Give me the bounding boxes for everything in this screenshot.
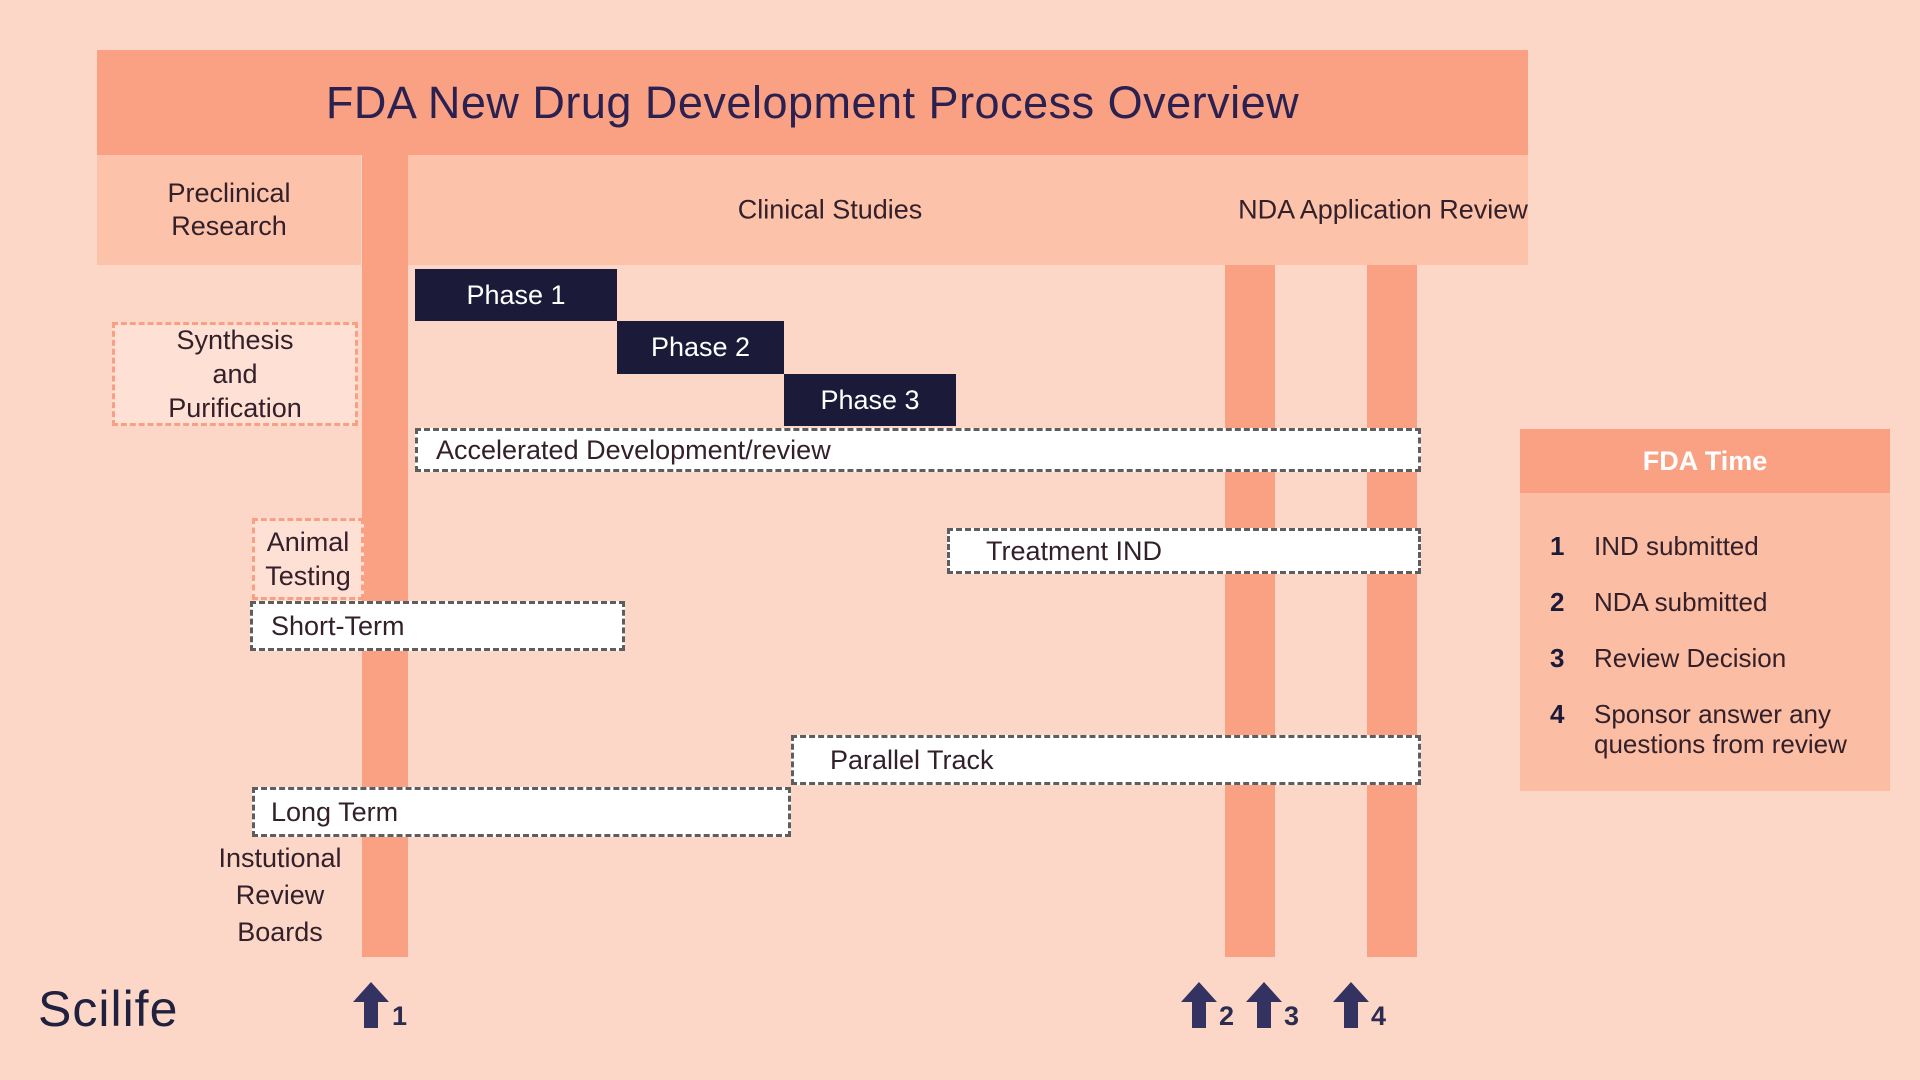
legend-item: 4 Sponsor answer any questions from revi…: [1550, 699, 1866, 759]
timeline-bar-3: [1367, 265, 1417, 957]
legend-body: 1 IND submitted 2 NDA submitted 3 Review…: [1520, 493, 1890, 791]
column-header-band: Clinical Studies NDA Application Review: [408, 155, 1528, 265]
parallel-track-box: Parallel Track: [791, 735, 1421, 785]
up-arrow-icon: [1246, 982, 1282, 1028]
marker-number-4: 4: [1371, 1001, 1387, 1031]
up-arrow-icon: [353, 982, 389, 1028]
synthesis-purification-box: Synthesis and Purification: [112, 322, 358, 426]
animal-testing-label: Animal Testing: [265, 527, 351, 591]
legend-item-number: 4: [1550, 699, 1565, 729]
up-arrow-head: [353, 982, 389, 1002]
marker-number-1: 1: [392, 1001, 408, 1031]
phase-3-box: Phase 3: [784, 374, 956, 426]
up-arrow-stem: [1192, 1000, 1206, 1028]
marker-number-2: 2: [1219, 1001, 1235, 1031]
phase-1-box: Phase 1: [415, 269, 617, 321]
legend-item-number: 3: [1550, 643, 1565, 673]
legend-item-label: NDA submitted: [1594, 587, 1768, 617]
long-term-box: Long Term: [252, 787, 791, 837]
legend-item-label: IND submitted: [1594, 531, 1759, 561]
accelerated-development-box: Accelerated Development/review: [415, 428, 1421, 472]
treatment-ind-box: Treatment IND: [947, 528, 1421, 574]
legend-item: 1 IND submitted: [1550, 531, 1866, 561]
up-arrow-head: [1333, 982, 1369, 1002]
synthesis-purification-label: Synthesis and Purification: [168, 325, 302, 423]
timeline-bar-2: [1225, 265, 1275, 957]
short-term-box: Short-Term: [250, 601, 625, 651]
legend-item-number: 1: [1550, 531, 1565, 561]
column-header-preclinical: Preclinical Research: [97, 155, 361, 265]
up-arrow-icon: [1181, 982, 1217, 1028]
up-arrow-stem: [1344, 1000, 1358, 1028]
legend-item-number: 2: [1550, 587, 1565, 617]
up-arrow-head: [1181, 982, 1217, 1002]
phase-2-box: Phase 2: [617, 321, 784, 374]
up-arrow-stem: [364, 1000, 378, 1028]
up-arrow-stem: [1257, 1000, 1271, 1028]
column-header-clinical-label: Clinical Studies: [737, 194, 923, 225]
animal-testing-box: Animal Testing: [252, 518, 364, 600]
page-title: FDA New Drug Development Process Overvie…: [325, 76, 1300, 128]
up-arrow-head: [1246, 982, 1282, 1002]
marker-number-3: 3: [1284, 1001, 1300, 1031]
legend-item-label: Sponsor answer any questions from review: [1594, 699, 1847, 759]
column-header-nda-label: NDA Application Review: [1238, 194, 1528, 225]
legend-item: 2 NDA submitted: [1550, 587, 1866, 617]
scilife-logo: Scilife: [38, 981, 179, 1037]
legend-item-label: Review Decision: [1594, 643, 1787, 673]
up-arrow-icon: [1333, 982, 1369, 1028]
title-bar: FDA New Drug Development Process Overvie…: [97, 50, 1528, 155]
legend-header: FDA Time: [1520, 429, 1890, 493]
legend-item: 3 Review Decision: [1550, 643, 1866, 673]
column-header-preclinical-label: Preclinical Research: [167, 178, 291, 241]
institutional-review-boards-label: Instutional Review Boards: [218, 843, 342, 947]
fda-time-legend: FDA Time 1 IND submitted 2 NDA submitted…: [1520, 429, 1890, 791]
